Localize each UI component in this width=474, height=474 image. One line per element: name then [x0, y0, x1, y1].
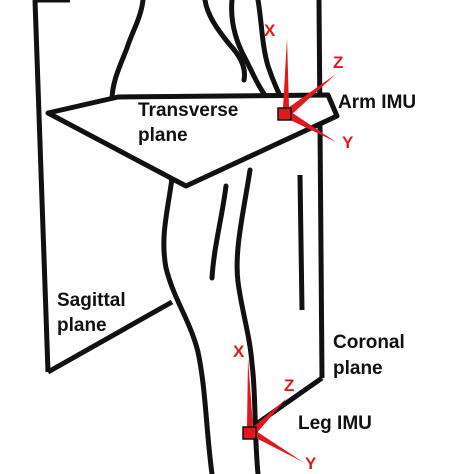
- transverse-plane-label: Transverse plane: [138, 100, 244, 146]
- left-thigh-outline: [161, 175, 215, 474]
- torso-left-outline: [109, 0, 146, 103]
- arm-imu-y-label: Y: [342, 133, 354, 152]
- transverse-plane: [45, 92, 340, 189]
- coronal-plane-right-edge: [316, 0, 325, 379]
- coronal-plane-label-line2: plane: [333, 358, 383, 379]
- arm-imu: X Z Y Arm IMU: [264, 21, 416, 152]
- leg-imu-x-axis: [247, 358, 253, 427]
- leg-imu-x-label: X: [233, 342, 245, 361]
- arm-imu-x-axis: [283, 38, 289, 108]
- coronal-plane-label: Coronal plane: [333, 332, 410, 379]
- right-thigh-outline: [234, 167, 261, 474]
- sagittal-plane-left-edge: [32, 0, 51, 373]
- sagittal-plane-label-line1: Sagittal: [57, 290, 126, 311]
- leg-imu-y-label: Y: [305, 454, 317, 473]
- body-silhouette: [109, 0, 289, 474]
- inner-leg-outline: [209, 183, 229, 281]
- transverse-plane-label-line2: plane: [138, 125, 188, 146]
- arm-imu-x-label: X: [264, 21, 276, 40]
- coronal-plane-inner-edge: [297, 174, 305, 311]
- leg-imu-z-axis: [251, 398, 287, 435]
- leg-imu: X Z Y Leg IMU: [233, 342, 372, 473]
- leg-imu-sensor-box: [242, 426, 257, 440]
- sagittal-plane: [32, 0, 174, 375]
- coronal-plane-label-line1: Coronal: [333, 332, 405, 353]
- arm-imu-z-label: Z: [333, 53, 343, 72]
- leg-imu-label: Leg IMU: [298, 413, 372, 434]
- arm-outline-inner: [229, 0, 273, 105]
- leg-imu-y-axis: [252, 431, 303, 462]
- leg-imu-z-label: Z: [284, 376, 294, 395]
- transverse-plane-label-line1: Transverse: [138, 100, 238, 121]
- transverse-plane-surface: [45, 92, 340, 189]
- sagittal-plane-label-line2: plane: [57, 315, 107, 336]
- arm-imu-y-axis: [286, 112, 336, 142]
- sagittal-plane-bottom-edge: [46, 299, 174, 375]
- sagittal-plane-label: Sagittal plane: [57, 290, 131, 336]
- arm-imu-z-axis: [285, 74, 336, 116]
- arm-imu-sensor-box: [277, 107, 292, 121]
- torso-right-outline: [202, 0, 247, 83]
- arm-imu-label: Arm IMU: [338, 92, 416, 113]
